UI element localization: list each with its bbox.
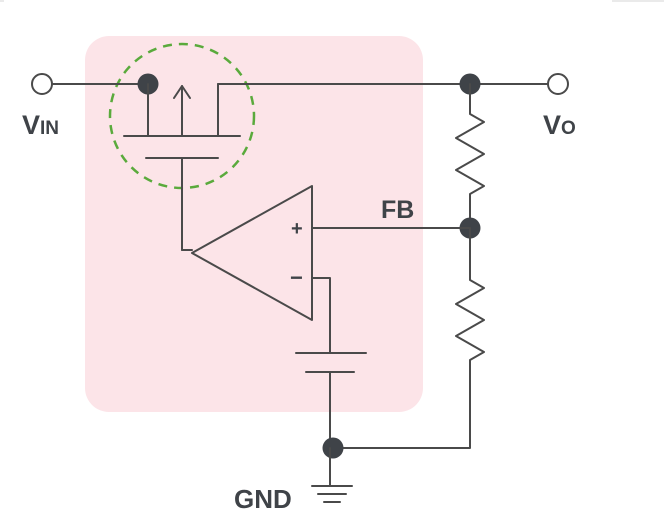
gnd-label: GND	[234, 484, 292, 514]
amp-minus-sign: −	[290, 265, 303, 290]
feedback-resistor-bottom	[332, 227, 485, 449]
amp-plus-sign: +	[291, 218, 303, 240]
fb-label: FB	[381, 196, 414, 224]
vin-terminal	[31, 73, 53, 95]
feedback-resistor-top	[455, 83, 485, 229]
ic-background	[85, 36, 423, 412]
reference-wire	[311, 277, 331, 354]
ground-node	[322, 437, 344, 459]
vo-terminal	[547, 73, 569, 95]
error-amplifier	[191, 185, 313, 321]
vo-label: VO	[543, 110, 576, 140]
transistor-arrow-icon	[173, 85, 191, 99]
vin-label: VIN	[22, 110, 59, 140]
